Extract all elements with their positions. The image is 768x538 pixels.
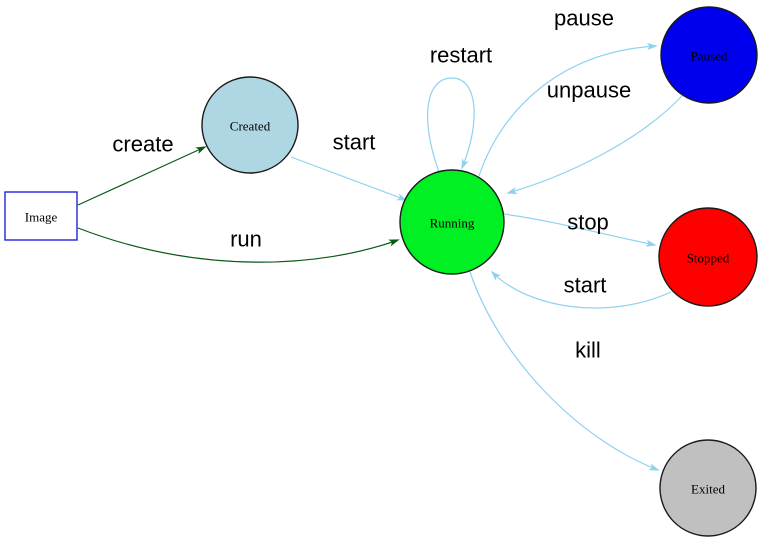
edge-restart-path	[427, 77, 475, 173]
node-image-shape	[4, 191, 78, 241]
node-stopped[interactable]: Stopped	[658, 207, 758, 307]
node-running-shape	[399, 169, 505, 275]
edge-run-label: run	[230, 227, 262, 252]
edge-pause-path	[477, 42, 658, 180]
node-paused-shape	[660, 6, 758, 104]
edge-create-path	[77, 146, 207, 206]
edge-stop-path	[503, 213, 657, 247]
edge-start-stopped-running[interactable]: start	[490, 270, 672, 309]
node-created[interactable]: Created	[201, 76, 299, 174]
node-exited-shape	[659, 439, 757, 537]
edge-restart[interactable]: restart	[427, 43, 493, 173]
edge-run[interactable]: run	[77, 227, 400, 263]
edge-create-label: create	[112, 132, 173, 157]
node-created-shape	[201, 76, 299, 174]
edge-unpause-label: unpause	[547, 78, 631, 103]
edge-restart-label: restart	[430, 43, 492, 68]
edge-kill-path	[469, 271, 660, 471]
node-exited[interactable]: Exited	[659, 439, 757, 537]
edge-unpause-path	[506, 95, 683, 194]
edge-stop[interactable]: stop	[503, 210, 657, 247]
edge-pause-label: pause	[554, 6, 614, 31]
edge-start-stopped-running-path	[490, 270, 672, 309]
edge-unpause[interactable]: unpause	[506, 78, 683, 194]
edge-start-created-running-label: start	[333, 130, 376, 155]
node-running[interactable]: Running	[399, 169, 505, 275]
node-paused[interactable]: Paused	[660, 6, 758, 104]
edge-create[interactable]: create	[77, 132, 207, 206]
edge-pause[interactable]: pause	[477, 6, 658, 180]
node-image[interactable]: Image	[4, 191, 78, 241]
edge-kill[interactable]: kill	[469, 271, 660, 471]
edge-kill-label: kill	[575, 338, 601, 363]
edge-run-path	[77, 227, 400, 263]
edge-start-stopped-running-label: start	[564, 273, 607, 298]
edge-start-created-running[interactable]: start	[290, 130, 408, 201]
edge-start-created-running-path	[290, 156, 408, 201]
node-stopped-shape	[658, 207, 758, 307]
